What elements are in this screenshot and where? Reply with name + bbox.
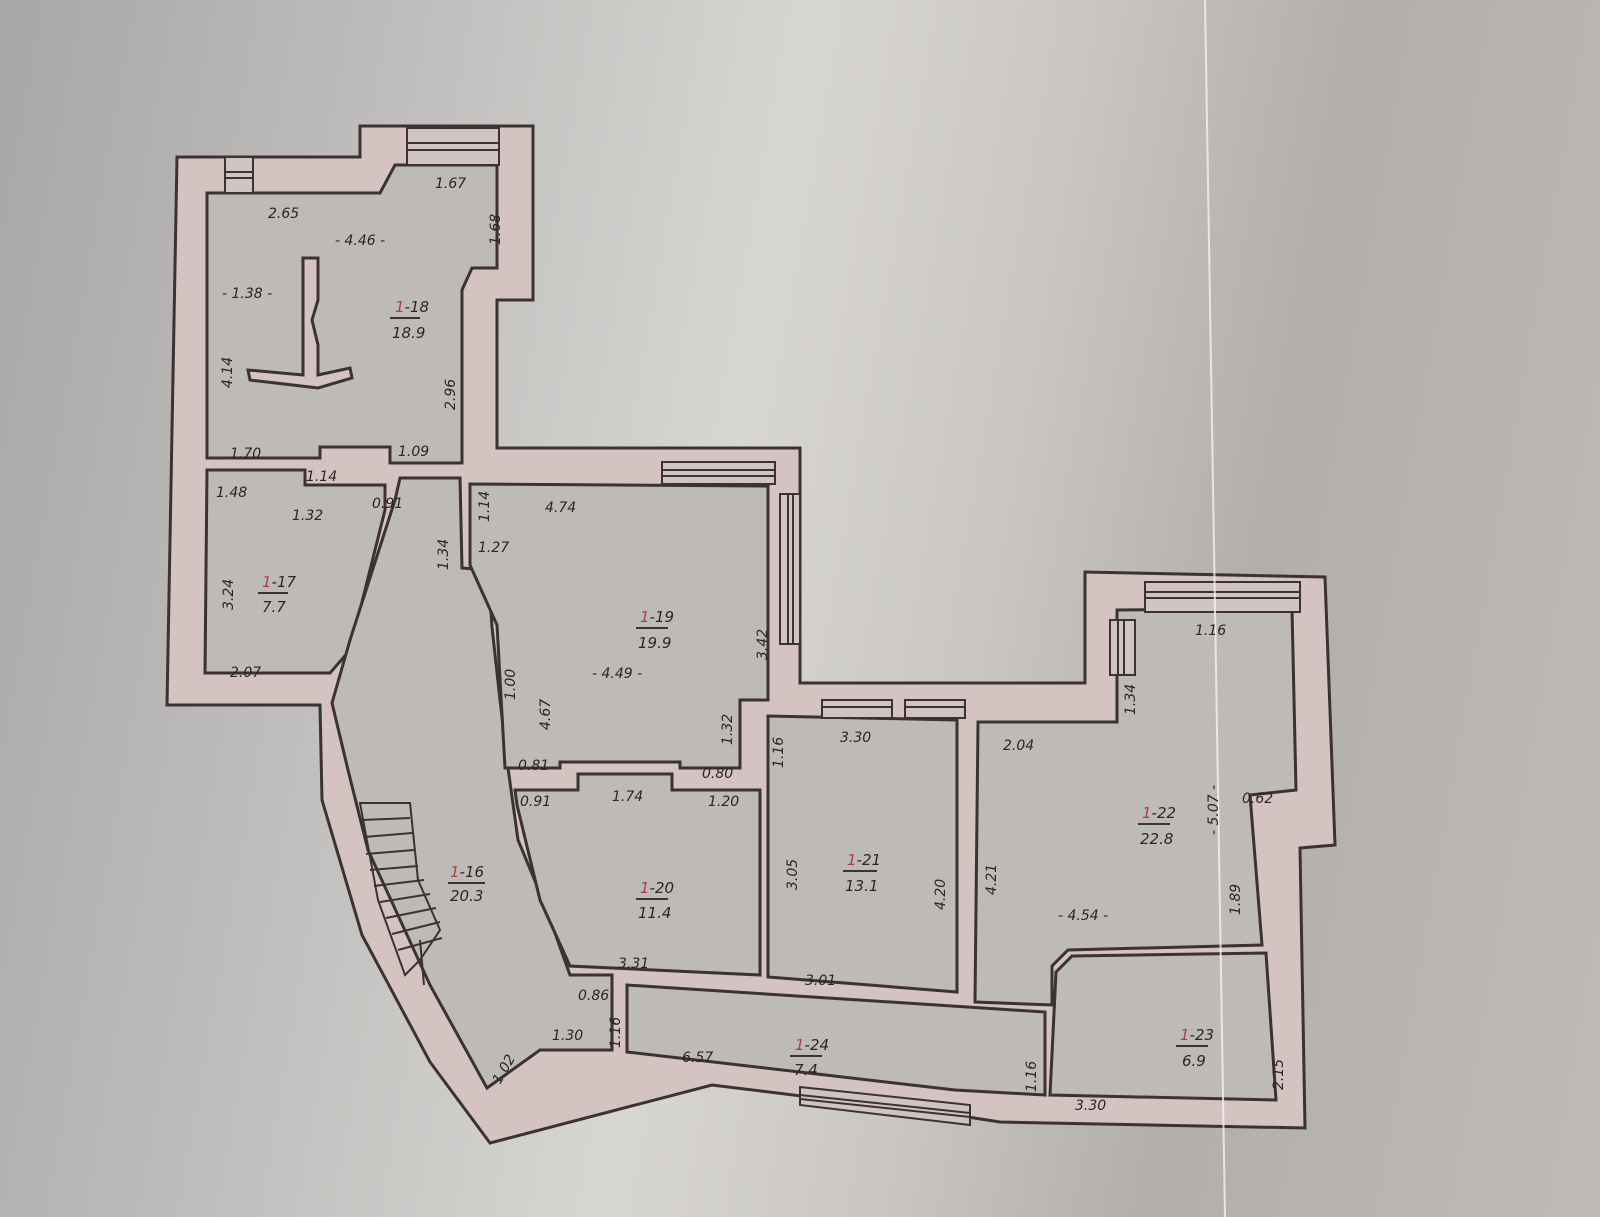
svg-text:22.8: 22.8 [1140,830,1173,848]
svg-text:1.48: 1.48 [216,485,247,501]
svg-text:0.62: 0.62 [1242,791,1273,807]
svg-text:1.16: 1.16 [771,737,787,768]
svg-text:19.9: 19.9 [638,634,671,652]
partition-wall [246,256,354,390]
svg-text:1.16: 1.16 [1024,1061,1040,1092]
staircase [358,802,443,986]
svg-text:- 5.07 -: - 5.07 - [1206,785,1222,835]
svg-text:0.81: 0.81 [518,758,549,774]
svg-text:1.20: 1.20 [708,794,739,810]
room-1-19 [468,482,770,770]
svg-text:1.27: 1.27 [478,540,509,556]
svg-text:0.86: 0.86 [578,988,609,1004]
svg-text:3.42: 3.42 [755,629,771,660]
svg-text:2.04: 2.04 [1003,738,1034,754]
svg-text:1.74: 1.74 [612,789,643,805]
svg-text:6.9: 6.9 [1182,1052,1206,1070]
room-label-1-20: 1-20 11.4 [636,879,674,922]
svg-text:1.30: 1.30 [552,1028,583,1044]
svg-text:20.3: 20.3 [450,887,483,905]
room-label-1-17: 1-17 7.7 [258,573,297,616]
svg-text:1-17: 1-17 [262,573,297,591]
room-label-1-16: 1-16 20.3 [448,863,485,905]
room-label-1-18: 1-18 18.9 [390,298,429,342]
svg-text:6.57: 6.57 [682,1050,713,1066]
svg-text:3.24: 3.24 [221,579,237,610]
room-1-24 [625,983,1047,1097]
svg-text:1.34: 1.34 [436,539,452,570]
room-label-1-19: 1-19 19.9 [636,608,674,652]
svg-text:1-22: 1-22 [1142,804,1176,822]
svg-text:1.09: 1.09 [398,444,429,460]
svg-text:1.70: 1.70 [230,446,261,462]
svg-text:1.14: 1.14 [477,491,493,522]
svg-text:1-19: 1-19 [640,608,674,626]
svg-text:1.00: 1.00 [503,669,519,700]
room-label-1-24: 1-24 7.4 [790,1036,829,1079]
svg-text:4.14: 4.14 [220,357,236,388]
svg-text:1.89: 1.89 [1228,884,1244,915]
svg-text:1-16: 1-16 [450,863,484,881]
svg-text:3.05: 3.05 [785,859,801,890]
svg-text:7.7: 7.7 [262,598,286,616]
room-label-1-22: 1-22 22.8 [1138,804,1176,848]
svg-text:7.4: 7.4 [794,1061,818,1079]
windows [224,127,1301,1127]
svg-text:13.1: 13.1 [845,877,878,895]
svg-text:3.30: 3.30 [840,730,871,746]
svg-text:1-18: 1-18 [395,298,429,316]
room-1-21 [766,714,959,994]
svg-text:2.15: 2.15 [1271,1059,1287,1090]
room-label-1-23: 1-23 6.9 [1176,1026,1214,1070]
svg-text:1.34: 1.34 [1123,684,1139,715]
svg-text:11.4: 11.4 [638,904,671,922]
svg-text:0.91: 0.91 [520,794,551,810]
svg-text:1-24: 1-24 [795,1036,829,1054]
room-1-20 [513,772,762,977]
svg-text:1-20: 1-20 [640,879,674,897]
svg-text:2.96: 2.96 [443,379,459,410]
svg-text:3.01: 3.01 [805,973,836,989]
svg-text:1.68: 1.68 [488,214,504,245]
room-1-18 [205,163,499,465]
svg-text:3.30: 3.30 [1075,1098,1106,1114]
svg-text:1.16: 1.16 [608,1017,624,1048]
room-1-23 [1048,951,1278,1102]
svg-text:2.07: 2.07 [230,665,261,681]
svg-text:3.31: 3.31 [618,956,649,972]
svg-text:2.65: 2.65 [268,206,299,222]
svg-text:- 4.54 -: - 4.54 - [1058,908,1108,924]
svg-text:1.67: 1.67 [435,176,466,192]
svg-text:- 4.46 -: - 4.46 - [335,233,385,249]
room-1-17 [203,468,387,675]
svg-text:1-23: 1-23 [1180,1026,1214,1044]
svg-text:4.21: 4.21 [984,864,1000,895]
paper-fold [1204,0,1226,1217]
svg-text:1.32: 1.32 [720,714,736,745]
svg-text:4.67: 4.67 [538,699,554,730]
svg-text:18.9: 18.9 [392,324,425,342]
svg-text:1.14: 1.14 [306,469,337,485]
svg-text:4.74: 4.74 [545,500,576,516]
dimension-labels: 1.67 1.68 2.65 - 4.46 - - 1.38 - 4.14 2.… [216,176,1287,1114]
svg-text:4.20: 4.20 [933,879,949,910]
svg-text:0.91: 0.91 [372,496,403,512]
svg-text:1.32: 1.32 [292,508,323,524]
svg-text:1.16: 1.16 [1195,623,1226,639]
room-label-1-21: 1-21 13.1 [843,851,881,895]
svg-text:0.80: 0.80 [702,766,733,782]
svg-text:1-21: 1-21 [847,851,881,869]
svg-text:- 1.38 -: - 1.38 - [222,286,272,302]
svg-text:- 4.49 -: - 4.49 - [592,666,642,682]
